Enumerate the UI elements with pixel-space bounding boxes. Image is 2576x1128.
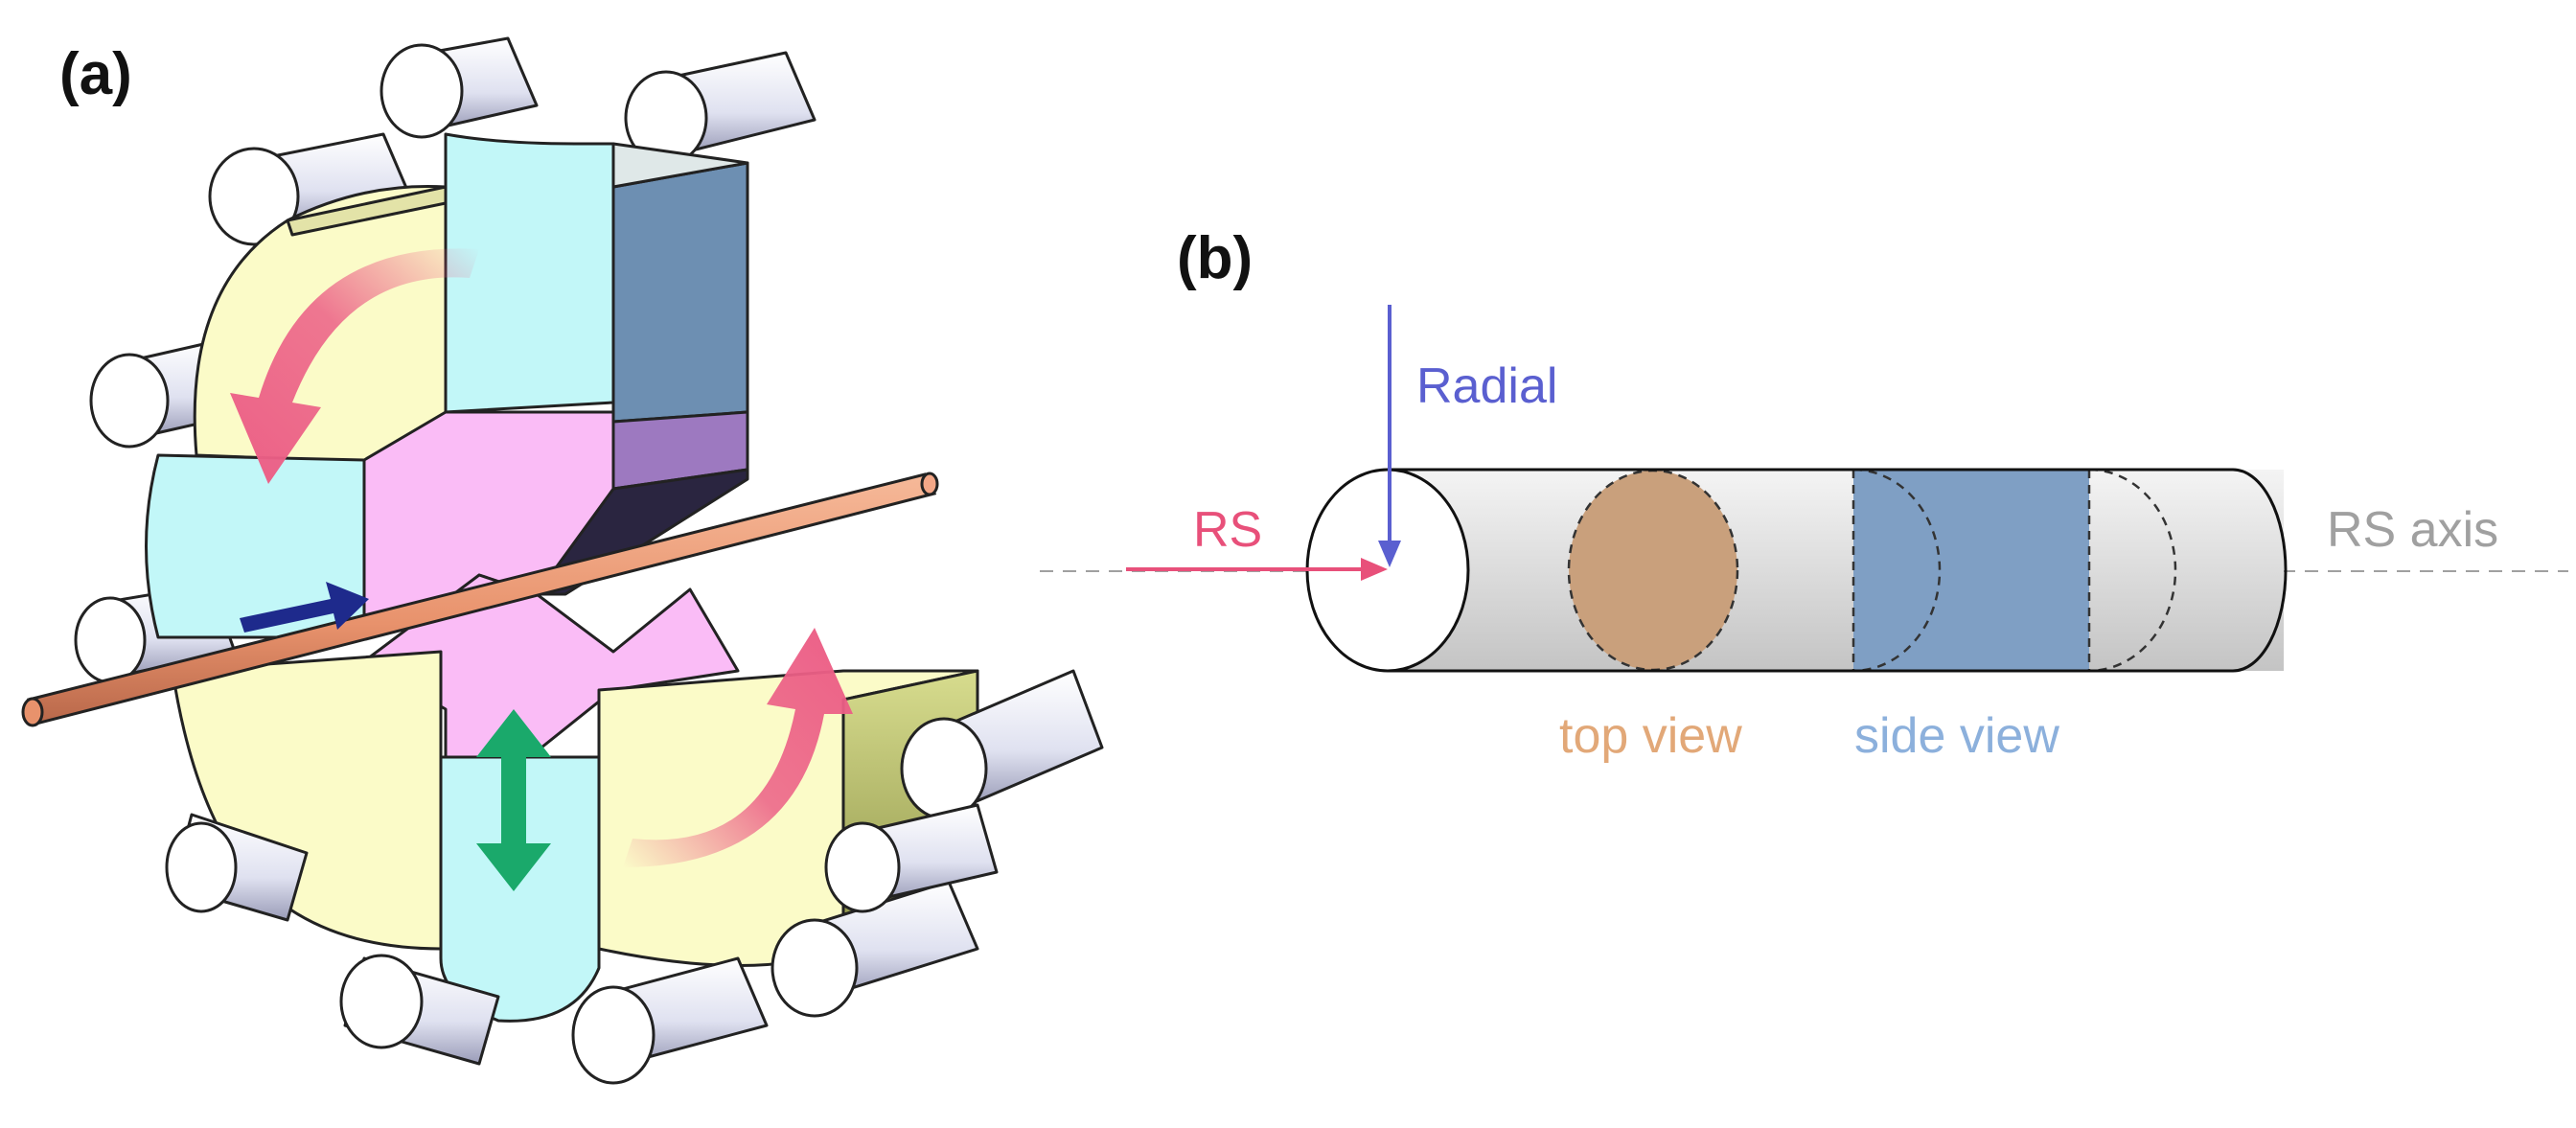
side-view-region [1853, 470, 2089, 671]
panel-b-label: (b) [1177, 225, 1253, 291]
specimen-cylinder [1305, 468, 2288, 673]
top-view-label: top view [1559, 708, 1742, 764]
rs-axis-label: RS axis [2327, 502, 2498, 558]
panel-a-label: (a) [59, 41, 132, 107]
compression-arrow [476, 709, 551, 891]
specimen-rod [21, 472, 939, 727]
roller-top-left [380, 36, 539, 139]
anvil-cyan-upper [444, 132, 615, 414]
roller-bottom-center-right [571, 956, 769, 1085]
rs-arrow [1126, 558, 1388, 581]
roller-bottom-center-left [339, 954, 500, 1066]
anvil-cyan-left [145, 453, 366, 639]
side-view-label: side view [1854, 708, 2059, 764]
rotation-arrow-upper [230, 248, 479, 484]
radial-arrow [1378, 305, 1401, 567]
block-blue [611, 161, 749, 424]
roller-bottom-right [770, 880, 979, 1018]
feed-arrow [240, 582, 369, 633]
rotation-arrow-lower [623, 628, 853, 867]
roller-right-bottom [824, 803, 999, 913]
top-view-region [1567, 469, 1739, 672]
roller-right-lower [900, 669, 1104, 820]
roller-top-right [624, 51, 816, 166]
roll-assembly [74, 36, 1104, 1085]
rs-label: RS [1193, 502, 1262, 558]
radial-label: Radial [1416, 358, 1557, 414]
roller-bottom-left [165, 813, 309, 922]
anvil-cyan-lower [439, 755, 601, 1023]
